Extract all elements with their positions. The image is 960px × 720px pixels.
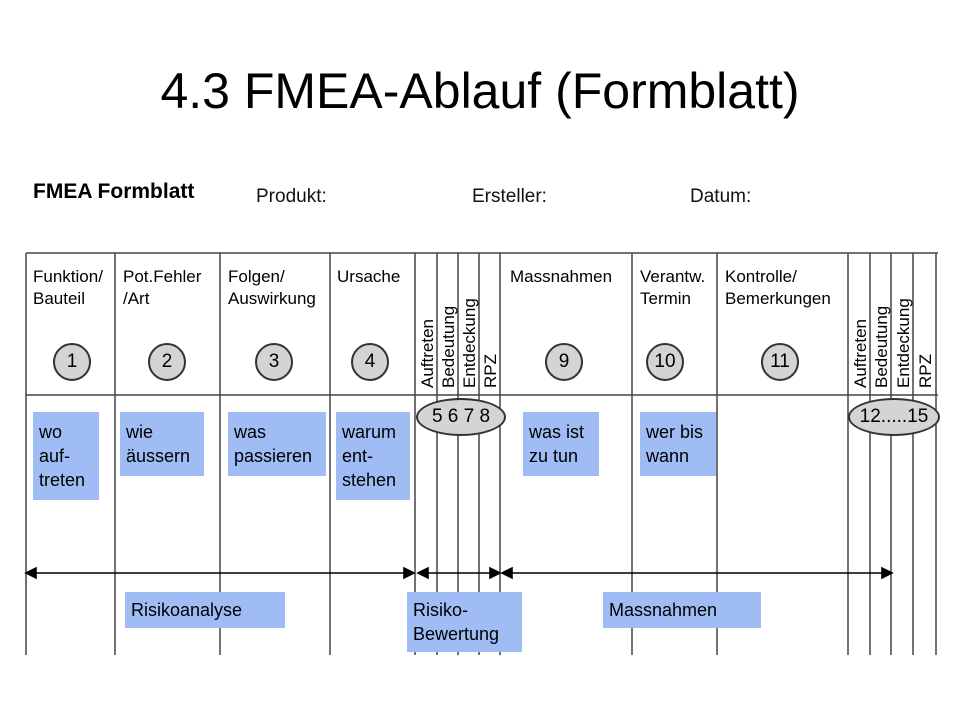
desc-box-warum: warum ent- stehen bbox=[336, 412, 410, 500]
step-circle-3: 3 bbox=[255, 343, 293, 381]
rating-oval-5-8: 5 6 7 8 bbox=[416, 398, 506, 436]
col-header-fehler: Pot.Fehler /Art bbox=[123, 267, 202, 308]
rating-header-rpz-1: RPZ bbox=[481, 354, 500, 388]
col-header-massnahmen: Massnahmen bbox=[510, 267, 613, 286]
rating-header-entdeckung-1: Entdeckung bbox=[460, 298, 479, 388]
col-header-ursache: Ursache bbox=[337, 267, 401, 286]
step-circle-4: 4 bbox=[351, 343, 389, 381]
col-header-funktion: Funktion/ Bauteil bbox=[33, 267, 103, 308]
desc-box-was-ist: was ist zu tun bbox=[523, 412, 599, 476]
rating-header-auftreten-2: Auftreten bbox=[851, 319, 870, 388]
step-circle-10: 10 bbox=[646, 343, 684, 381]
col-header-kontrolle: Kontrolle/ Bemerkungen bbox=[725, 267, 831, 308]
datum-label: Datum: bbox=[690, 186, 752, 207]
ersteller-label: Ersteller: bbox=[472, 186, 547, 207]
desc-box-wie: wie äussern bbox=[120, 412, 204, 476]
rating-header-rpz-2: RPZ bbox=[916, 354, 935, 388]
produkt-label: Produkt: bbox=[256, 186, 327, 207]
rating-oval-12-15: 12.....15 bbox=[848, 398, 940, 436]
desc-box-wer: wer bis wann bbox=[640, 412, 716, 476]
page-title: 4.3 FMEA-Ablauf (Formblatt) bbox=[160, 63, 800, 119]
desc-box-wo: wo auf- treten bbox=[33, 412, 99, 500]
col-header-folgen: Folgen/ Auswirkung bbox=[228, 267, 316, 308]
phase-massnahmen: Massnahmen bbox=[603, 592, 761, 628]
step-circle-11: 11 bbox=[761, 343, 799, 381]
rating-header-auftreten-1: Auftreten bbox=[418, 319, 437, 388]
step-circle-1: 1 bbox=[53, 343, 91, 381]
desc-box-was: was passieren bbox=[228, 412, 326, 476]
step-circle-2: 2 bbox=[148, 343, 186, 381]
phase-risikobewertung: Risiko- Bewertung bbox=[407, 592, 522, 652]
form-title: FMEA Formblatt bbox=[33, 180, 195, 203]
rating-header-bedeutung-2: Bedeutung bbox=[872, 305, 891, 388]
step-circle-9: 9 bbox=[545, 343, 583, 381]
phase-risikoanalyse: Risikoanalyse bbox=[125, 592, 285, 628]
rating-header-entdeckung-2: Entdeckung bbox=[894, 298, 913, 388]
col-header-verantw: Verantw. Termin bbox=[640, 267, 706, 308]
rating-header-bedeutung-1: Bedeutung bbox=[439, 305, 458, 388]
